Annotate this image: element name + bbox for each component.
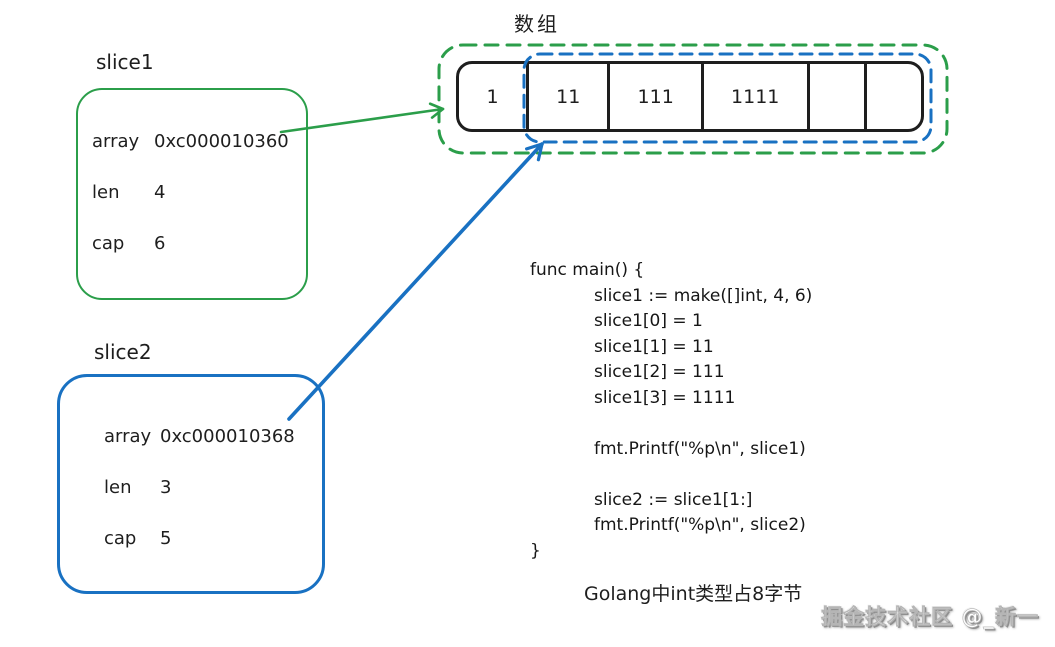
slice2-array-field: array 0xc000010368 [104,425,322,448]
slice2-cap-field: cap 5 [104,527,322,550]
field-key: cap [104,528,137,549]
array-cell-4 [810,64,867,129]
slice2-len-field: len 3 [104,476,322,499]
field-key: len [92,182,120,203]
field-value: 5 [160,528,172,549]
field-key: array [92,131,140,152]
array-cell-5 [867,64,921,129]
array-label: 数组 [514,12,560,36]
code-line: } [530,540,541,561]
int-size-caption: Golang中int类型占8字节 [584,583,803,605]
slice1-struct-box: array 0xc000010360 len 4 cap 6 [76,88,308,300]
code-line: slice1 := make([]int, 4, 6) [594,285,813,306]
slice1-array-field: array 0xc000010360 [92,130,306,153]
field-key: cap [92,233,125,254]
slice1-title: slice1 [96,50,154,74]
field-value: 6 [154,233,166,254]
field-value: 0xc000010368 [160,426,295,447]
code-line: fmt.Printf("%p\n", slice1) [594,438,806,459]
code-line [530,462,812,488]
code-line: fmt.Printf("%p\n", slice2) [594,515,806,535]
slice2-struct-box: array 0xc000010368 len 3 cap 5 [57,374,325,594]
array-cell-1: 11 [529,64,611,129]
array-cell-2: 111 [610,64,704,129]
code-line: slice1[1] = 11 [594,336,714,357]
slice1-len-field: len 4 [92,181,306,204]
slice1-cap-field: cap 6 [92,232,306,255]
field-value: 4 [154,182,166,203]
go-code-block: func main() { slice1 := make([]int, 4, 6… [530,258,812,564]
code-line: slice1[0] = 1 [594,311,703,331]
field-key: len [104,477,132,498]
slice2-pointer-arrow [287,142,544,421]
array-cell-3: 1111 [704,64,810,129]
code-line [530,411,812,437]
field-key: array [104,426,152,447]
backing-array: 1 11 111 1111 [456,61,924,132]
field-value: 3 [160,477,172,498]
code-line: slice1[3] = 1111 [594,387,736,408]
array-cell-0: 1 [459,64,529,129]
code-line: slice2 := slice1[1:] [594,489,753,510]
code-line: slice1[2] = 111 [594,362,725,382]
field-value: 0xc000010360 [154,131,289,152]
slice2-title: slice2 [94,340,152,364]
juejin-watermark: 掘金技术社区 @_新一 [821,605,1039,630]
code-line: func main() { [530,260,645,280]
